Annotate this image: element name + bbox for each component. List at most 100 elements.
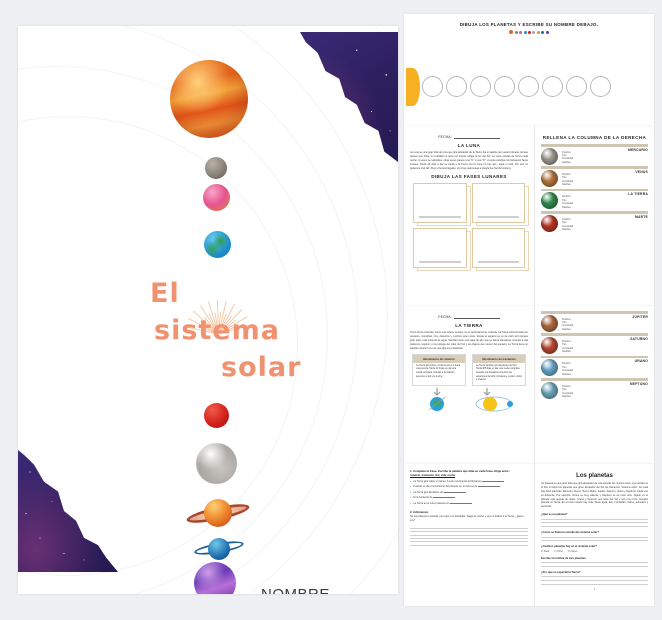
phase-label-line[interactable] [419,216,461,219]
answer-line[interactable] [541,560,648,564]
planet-field[interactable]: Satélites [562,206,571,209]
traslacion-text: La Tierra también gira alrededor del Sol… [476,364,522,382]
planet-field[interactable]: Satélites [562,184,571,187]
planet-draw-circle[interactable] [542,76,563,97]
planet-draw-circle[interactable] [446,76,467,97]
planet-field[interactable]: Satélites [562,228,571,231]
uranus-illustration [193,536,245,560]
question-option[interactable]: ☐ Nueve [567,549,578,553]
answer-line[interactable] [541,523,648,527]
adivinanza-text: No soy planeta ni estrella, pero giro a … [410,515,524,523]
planet-field[interactable]: Curiosidad [562,180,573,183]
question-answer-lines[interactable] [541,574,648,585]
fecha-label: FECHA: [438,135,452,139]
planet-draw-circle[interactable] [422,76,443,97]
movimientos-boxes: Movimiento de rotación La Tierra gira so… [410,354,528,386]
planet-draw-circle[interactable] [566,76,587,97]
planet-draw-circle[interactable] [470,76,491,97]
phase-label-line[interactable] [477,261,519,264]
planet-field[interactable]: Posición [562,340,571,343]
planet-field[interactable]: Satélites [562,395,571,398]
answer-line[interactable] [541,534,648,538]
moon-phase-box[interactable] [413,228,471,272]
planet-field[interactable]: Tipo [562,155,567,158]
question-answer-lines[interactable] [541,516,648,527]
planet-field[interactable]: Posición [562,363,571,366]
answer-line[interactable] [410,536,528,540]
planet-field[interactable]: Posición [562,196,571,199]
answer-line[interactable] [410,539,528,543]
planet-field[interactable]: Tipo [562,177,567,180]
frame [471,228,525,269]
ejercicio-item-text: El movimiento de [413,496,456,499]
question-answer-lines[interactable] [541,560,648,567]
row-divider [541,355,648,359]
planet-field[interactable]: Curiosidad [562,370,573,373]
answer-line[interactable] [541,581,648,585]
planet-field[interactable]: Satélites [562,161,571,164]
answer-line[interactable] [541,574,648,578]
answer-line[interactable] [541,520,648,524]
planet-field[interactable]: Tipo [562,389,567,392]
mercury-illustration [205,157,227,179]
planet-field[interactable]: Curiosidad [562,203,573,206]
planet-field[interactable]: Curiosidad [562,158,573,161]
bullet-icon: ▸ [410,496,412,500]
fecha-write-line[interactable] [453,134,500,139]
answer-line[interactable] [410,542,528,546]
row-divider [541,311,648,314]
ejercicio-head: 1. Completa la frase. Escribe la palabra… [410,469,510,473]
planet-draw-circle[interactable] [590,76,611,97]
planet-field[interactable]: Curiosidad [562,392,573,395]
earth-rotation-icon [428,388,445,412]
answer-line[interactable] [410,525,528,529]
planet-field[interactable]: Satélites [562,351,571,354]
question-answer-lines[interactable] [541,534,648,542]
planet-field[interactable]: Posición [562,151,571,154]
planet-draw-circle[interactable] [494,76,515,97]
moon-phase-box[interactable] [413,183,471,227]
answer-line[interactable] [541,563,648,567]
phase-label-line[interactable] [477,216,519,219]
planet-field[interactable]: Posición [562,385,571,388]
answer-blank[interactable] [450,502,473,504]
planet-field[interactable]: Tipo [562,222,567,225]
answer-line[interactable] [541,538,648,542]
planet-name: MERCURIO [627,147,648,152]
answer-blank[interactable] [443,491,466,493]
planet-field[interactable]: Tipo [562,322,567,325]
planet-field[interactable]: Curiosidad [562,347,573,350]
rotacion-text: La Tierra gira sobre sí misma como si fu… [416,364,461,378]
name-write-line[interactable] [336,591,398,594]
moon-phase-box[interactable] [471,183,529,227]
answer-line[interactable] [410,529,528,533]
answer-blank[interactable] [433,497,456,499]
planet-field[interactable]: Posición [562,173,571,176]
planet-field[interactable]: Posición [562,218,571,221]
sun-illustration [170,60,248,138]
answer-line[interactable] [541,577,648,581]
planet-field[interactable]: Tipo [562,366,567,369]
adivinanza-answer-lines[interactable] [410,525,528,546]
answer-blank[interactable] [482,480,505,482]
planet-field[interactable]: Tipo [562,199,567,202]
fecha-write-line[interactable] [453,314,500,319]
row-divider [541,211,648,214]
phase-label-line[interactable] [419,261,461,264]
question-option[interactable]: ☐ Siete [541,549,550,553]
planet-field[interactable]: Satélites [562,328,571,331]
planet-draw-circle[interactable] [518,76,539,97]
planet-field[interactable]: Curiosidad [562,325,573,328]
question-option[interactable]: ☐ Ocho [554,549,563,553]
answer-blank[interactable] [478,486,501,488]
draw-planets-title: DIBUJA LOS PLANETAS Y ESCRIBE SU NOMBRE … [459,22,599,27]
moon-phase-box[interactable] [471,228,529,272]
answer-line[interactable] [410,532,528,536]
planet-field[interactable]: Tipo [562,344,567,347]
ejercicio-item: ▸La Tierra es el único planeta con [410,502,528,505]
planet-field[interactable]: Posición [562,318,571,321]
planet-field[interactable]: Satélites [562,373,571,376]
answer-line[interactable] [541,516,648,520]
planet-field[interactable]: Curiosidad [562,225,573,228]
saturn-body [204,499,232,527]
